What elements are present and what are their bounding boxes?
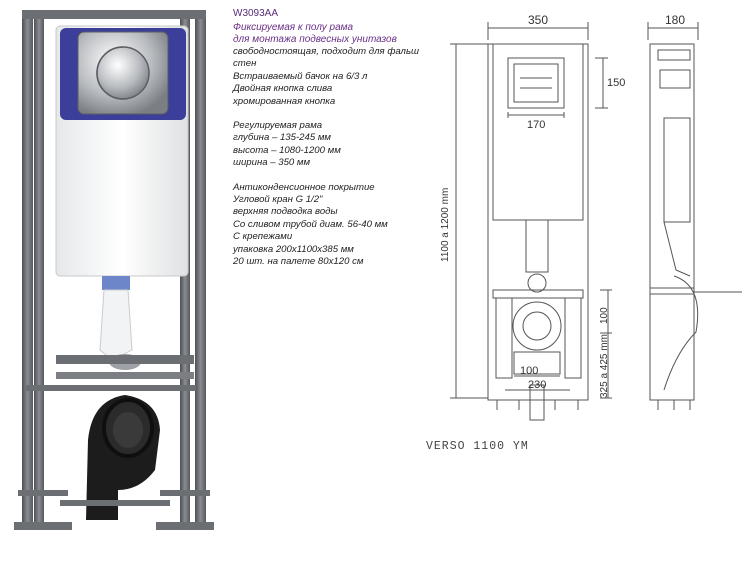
dim-bottom-inner: 100 — [520, 365, 538, 377]
dim-width: 350 — [528, 13, 548, 27]
dim-depth: 180 — [665, 13, 685, 27]
dim-button-height: 150 — [607, 77, 625, 89]
spec-line: С крепежами — [233, 231, 293, 243]
model-label: VERSO 1100 YM — [426, 440, 529, 453]
spec-line: 20 шт. на палете 80x120 см — [233, 256, 364, 268]
frame-post-left — [22, 14, 33, 524]
product-title-line: Фиксируемая к полу рама — [233, 22, 354, 33]
frame-post-left-back — [34, 10, 44, 530]
spec-line: хромированная кнопка — [233, 95, 336, 107]
spec-line: Встраиваемый бачок на 6/3 л — [233, 70, 368, 82]
spec-line: упаковка 200x1100x385 мм — [233, 243, 354, 255]
spec-line: свободностоящая, подходит для фальш — [233, 46, 419, 57]
product-photo — [14, 10, 214, 530]
dim-bottom-outer: 230 — [528, 379, 546, 391]
spec-panel: W3093AA Фиксируемая к полу рама для монт… — [233, 8, 433, 269]
spec-line: Двойная кнопка слива — [233, 83, 333, 95]
dim-drain-upper: 100 — [599, 307, 610, 324]
spec-line: стен — [233, 58, 257, 70]
dim-button-width: 170 — [527, 119, 545, 131]
dim-height: 1100 a 1200 mm — [440, 188, 451, 262]
frame-post-right — [195, 14, 206, 524]
product-code: W3093AA — [233, 8, 279, 19]
drain-pipe — [99, 289, 133, 361]
spec-line: ширина – 350 мм — [233, 157, 311, 169]
spec-line: верхняя подводка воды — [233, 206, 338, 218]
spec-line: высота – 1080-1200 мм — [233, 144, 341, 156]
spec-line: Со сливом трубой диам. 56-40 мм — [233, 218, 388, 230]
spec-line: Угловой кран G 1/2" — [233, 194, 323, 206]
side-view-frame — [649, 43, 695, 401]
spec-line: Регулируемая рама — [233, 120, 323, 132]
front-view-frame — [487, 43, 589, 401]
dim-drain-range: 325 a 425 mm — [599, 334, 610, 398]
product-title-line: для монтажа подвесных унитазов — [233, 34, 397, 45]
spec-line: глубина – 135-245 мм — [233, 132, 331, 144]
spec-line: Антиконденсионное покрытие — [233, 181, 375, 193]
